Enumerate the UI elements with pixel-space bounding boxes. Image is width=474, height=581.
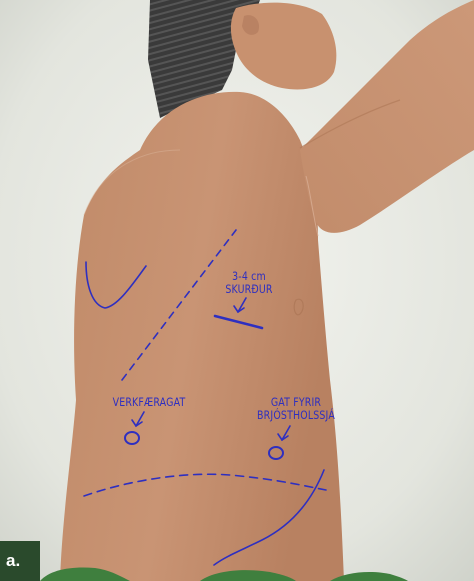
panel-letter: a. xyxy=(0,541,40,581)
incision-label-line2: SKURÐUR xyxy=(212,283,286,296)
incision-label: 3-4 cm SKURÐUR xyxy=(212,270,286,296)
scope-port-label-line2: BRJÓSTHOLSSJÁ xyxy=(239,409,354,422)
tool-port-label-text: VERKFÆRAGAT xyxy=(96,396,203,409)
tool-port-label: VERKFÆRAGAT xyxy=(96,396,203,409)
scope-port-label: GAT FYRIR BRJÓSTHOLSSJÁ xyxy=(239,396,354,422)
